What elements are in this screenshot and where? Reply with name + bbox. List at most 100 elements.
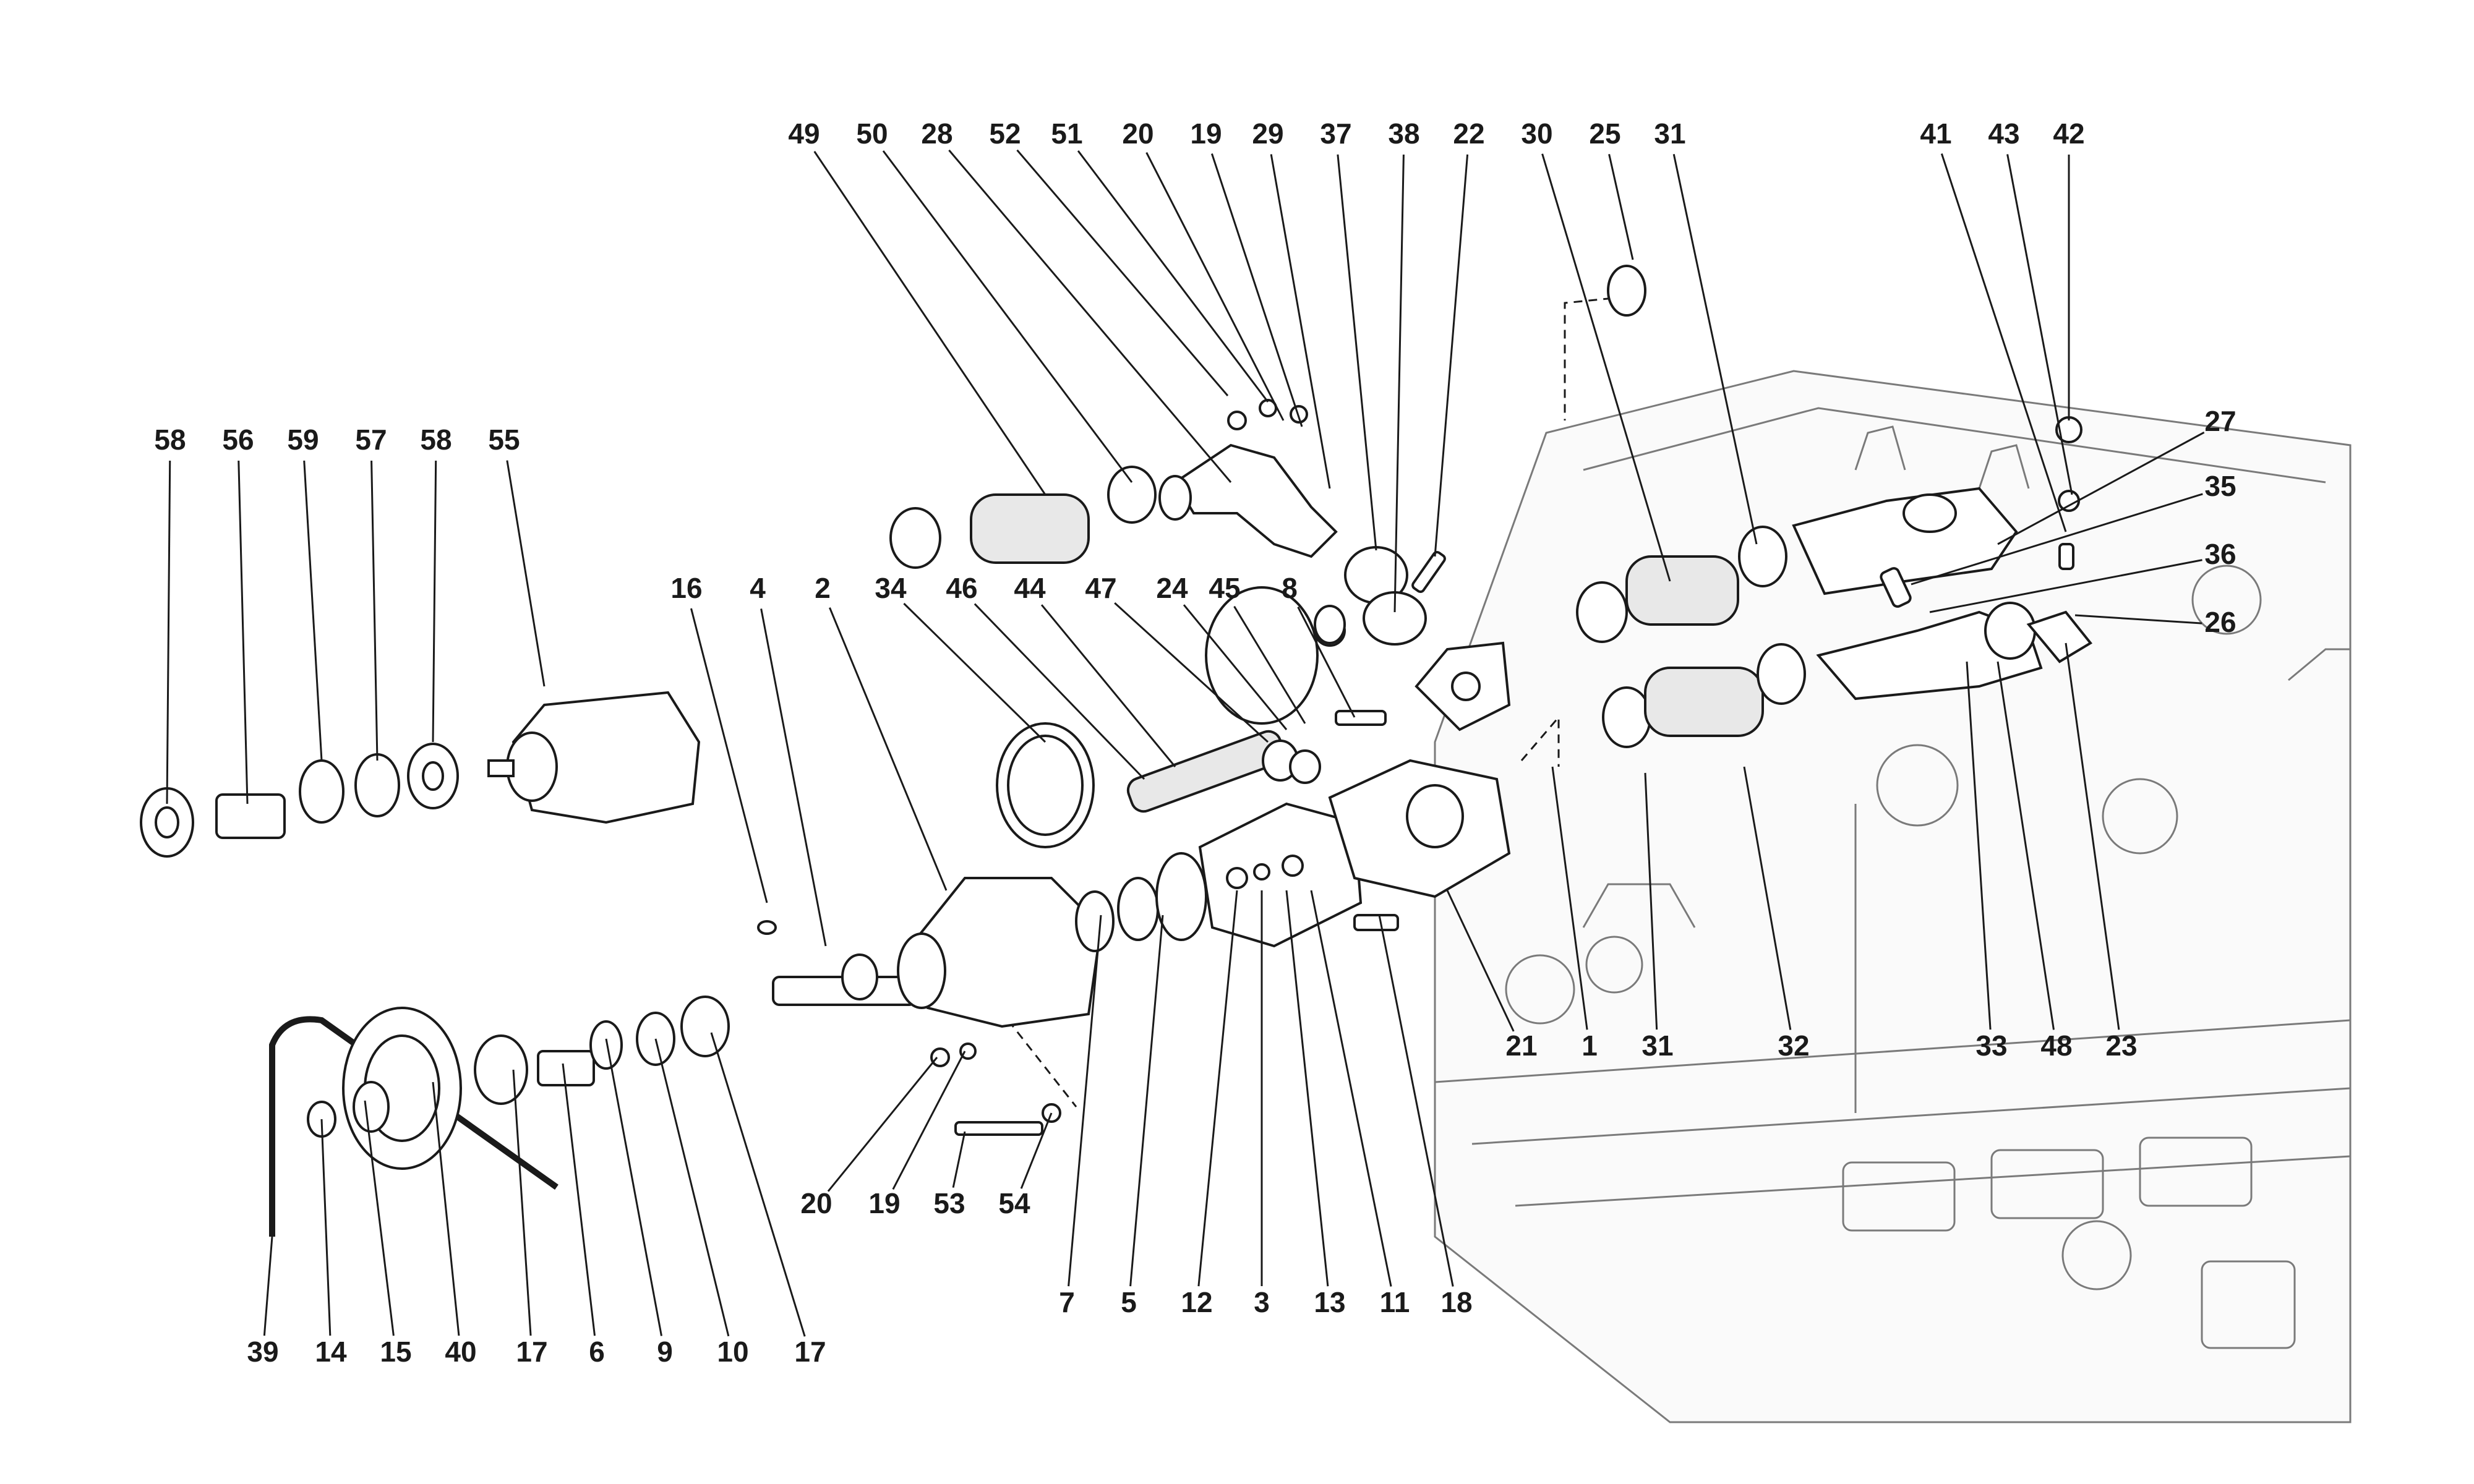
- callout-c40: 40: [432, 1081, 477, 1368]
- leader-line-c48: [1997, 661, 2055, 1030]
- callout-number-c58b: 58: [420, 424, 452, 456]
- callout-c17a: 17: [512, 1069, 548, 1368]
- leader-line-c39: [263, 1236, 273, 1336]
- callout-number-c24: 24: [1156, 572, 1188, 604]
- callout-c52: 52: [989, 117, 1229, 396]
- callout-c45: 45: [1209, 572, 1306, 724]
- leader-line-c26: [2074, 614, 2202, 625]
- callout-c4: 4: [750, 572, 827, 947]
- leader-line-c57: [370, 460, 379, 761]
- callout-number-c48: 48: [2040, 1030, 2072, 1062]
- leader-line-c37: [1337, 154, 1377, 551]
- leader-line-c17b: [710, 1032, 806, 1337]
- leader-line-c35: [1911, 493, 2203, 586]
- callout-c31b: 31: [1641, 772, 1674, 1062]
- callout-c58b: 58: [420, 424, 452, 743]
- callout-number-c56: 56: [222, 424, 254, 456]
- callout-c28: 28: [921, 117, 1232, 483]
- leader-line-c10: [654, 1038, 730, 1337]
- callout-number-c55: 55: [488, 424, 520, 456]
- leader-line-c23: [2065, 642, 2120, 1030]
- leader-line-c1: [1551, 766, 1588, 1030]
- callout-number-c6: 6: [589, 1336, 605, 1368]
- callout-number-c51: 51: [1051, 117, 1082, 150]
- callout-number-c22a: 22: [1453, 117, 1484, 150]
- callout-c19b: 19: [868, 1051, 966, 1219]
- leader-line-c55: [506, 460, 546, 687]
- callout-c15: 15: [364, 1100, 412, 1368]
- callout-c53: 53: [933, 1131, 966, 1219]
- leader-line-c24: [1183, 604, 1288, 730]
- leader-line-c58b: [432, 460, 437, 743]
- callout-number-c8: 8: [1282, 572, 1298, 604]
- callout-c49: 49: [788, 117, 1047, 495]
- callout-number-c38: 38: [1388, 117, 1419, 150]
- callout-c8: 8: [1282, 572, 1356, 718]
- engine-block: [1434, 370, 2352, 1423]
- callout-number-c11: 11: [1380, 1286, 1410, 1318]
- callout-c33: 33: [1966, 661, 2008, 1062]
- callout-number-c37: 37: [1320, 117, 1351, 150]
- callout-number-c52: 52: [989, 117, 1021, 150]
- leader-line-c41: [1940, 153, 2067, 532]
- callout-c5: 5: [1121, 915, 1164, 1318]
- leader-line-c58a: [166, 460, 171, 804]
- callout-c20a: 20: [1122, 117, 1285, 421]
- callout-c44: 44: [1014, 572, 1176, 767]
- callout-c22a: 22: [1434, 117, 1485, 557]
- front-water-pump-assembly: [757, 759, 1511, 1028]
- callout-c27: 27: [1997, 405, 2236, 545]
- leader-line-c36: [1929, 559, 2202, 613]
- leader-line-c46: [974, 603, 1145, 780]
- leader-line-c33: [1966, 661, 1992, 1030]
- leader-line-c31a: [1672, 154, 1758, 545]
- upper-hose-thermostat: [889, 443, 1511, 731]
- callout-c9: 9: [605, 1038, 673, 1368]
- callout-c56: 56: [222, 424, 254, 804]
- callout-c26: 26: [2074, 606, 2236, 638]
- callout-c20b: 20: [800, 1057, 938, 1219]
- callout-number-c17b: 17: [794, 1336, 826, 1368]
- callout-c34: 34: [875, 572, 1047, 743]
- callout-c57: 57: [355, 424, 387, 761]
- callout-c16: 16: [670, 572, 768, 903]
- callout-number-c30: 30: [1521, 117, 1552, 150]
- callout-c6: 6: [562, 1063, 605, 1368]
- callout-c3: 3: [1254, 890, 1270, 1318]
- callout-c14: 14: [315, 1119, 347, 1368]
- leader-line-c13: [1285, 890, 1329, 1287]
- callout-number-c3: 3: [1254, 1286, 1270, 1318]
- leader-line-c38: [1393, 154, 1405, 613]
- leader-line-c47: [1114, 602, 1269, 743]
- leader-line-c7: [1068, 915, 1102, 1287]
- leader-line-c19a: [1210, 153, 1303, 427]
- callout-c59: 59: [287, 424, 323, 761]
- leader-line-c31b: [1644, 772, 1658, 1030]
- callout-number-c29: 29: [1252, 117, 1283, 150]
- callout-c54: 54: [998, 1112, 1053, 1219]
- callout-number-c5: 5: [1121, 1286, 1137, 1318]
- callout-c31a: 31: [1654, 117, 1758, 545]
- leader-line-c25: [1608, 153, 1634, 260]
- callout-number-c20b: 20: [800, 1187, 832, 1219]
- callout-number-c10: 10: [717, 1336, 748, 1368]
- callout-c32: 32: [1743, 766, 1810, 1062]
- leader-line-c14: [320, 1119, 332, 1336]
- callout-c41: 41: [1920, 117, 2067, 532]
- callout-c21b: 21: [1446, 890, 1538, 1062]
- leader-line-c22a: [1434, 154, 1469, 557]
- callout-number-c18: 18: [1440, 1286, 1472, 1318]
- callout-c58a: 58: [154, 424, 186, 804]
- callout-c23: 23: [2065, 642, 2138, 1062]
- guide-line-seal-25: [1564, 296, 1627, 420]
- leader-line-c21b: [1446, 890, 1515, 1032]
- callout-c17b: 17: [710, 1032, 826, 1368]
- callout-number-c9: 9: [657, 1336, 673, 1368]
- callout-number-c33: 33: [1975, 1030, 2007, 1062]
- leader-line-c12: [1197, 890, 1238, 1287]
- callout-c12: 12: [1181, 890, 1238, 1318]
- callout-c35: 35: [1911, 470, 2236, 586]
- pulley-belt-assembly: [269, 996, 730, 1237]
